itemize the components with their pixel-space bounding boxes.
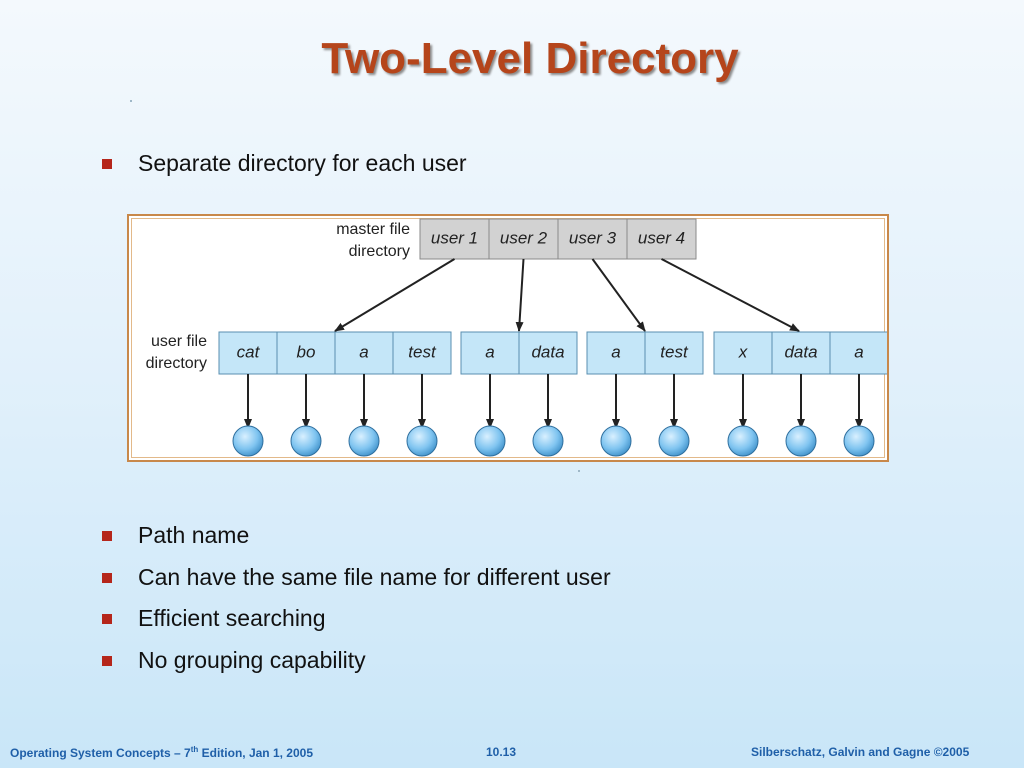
footer-authors: Silberschatz, Galvin and Gagne ©2005 xyxy=(751,745,970,759)
bullet-text: Efficient searching xyxy=(138,605,326,631)
user-file-cell xyxy=(392,331,452,375)
user-file-entry-label: test xyxy=(660,342,689,361)
file-node xyxy=(474,425,506,457)
bullet-square-icon xyxy=(102,530,112,541)
file-node xyxy=(785,425,817,457)
file-node xyxy=(290,425,322,457)
user-file-cell xyxy=(586,331,646,375)
user-file-label: directory xyxy=(146,355,207,372)
user-file-entry-label: a xyxy=(485,342,494,361)
diagram-frame: master file directory user file directory us… xyxy=(127,214,889,462)
file-node xyxy=(232,425,264,457)
master-entry-label: user 2 xyxy=(500,228,548,247)
user-file-cell xyxy=(276,331,336,375)
bullet-item: Separate directory for each user xyxy=(102,150,467,177)
two-level-directory-diagram: master file directory user file directory us… xyxy=(146,218,887,457)
footer-title-sup: th xyxy=(190,745,199,754)
bullet-item: No grouping capability xyxy=(102,647,366,674)
directory-pointer-arrow xyxy=(591,258,646,332)
footer-title-prefix: Operating System Concepts – 7 xyxy=(10,746,191,760)
master-entry-cell xyxy=(557,218,628,260)
user-file-cell xyxy=(334,331,394,375)
directory-pointer-arrow xyxy=(515,258,525,332)
user-file-entry-label: x xyxy=(738,342,748,361)
footer-book-title: Operating System Concepts – 7th Edition,… xyxy=(10,745,313,760)
user-file-entry-label: test xyxy=(408,342,437,361)
footer-slide-number: 10.13 xyxy=(486,745,517,759)
bullet-text: No grouping capability xyxy=(138,647,366,673)
user-file-entry-label: data xyxy=(531,342,564,361)
master-entry-label: user 3 xyxy=(569,228,617,247)
bullet-square-icon xyxy=(102,655,112,666)
directory-pointer-arrow xyxy=(661,258,800,332)
file-node xyxy=(843,425,875,457)
user-file-cell xyxy=(518,331,578,375)
bullet-square-icon xyxy=(102,158,112,169)
master-file-label: directory xyxy=(349,243,410,260)
file-node xyxy=(532,425,564,457)
master-file-label: master file xyxy=(336,221,410,238)
master-entry-cell xyxy=(626,218,697,260)
footer-title-suffix: Edition, Jan 1, 2005 xyxy=(198,746,314,760)
bullet-item: Can have the same file name for differen… xyxy=(102,564,611,591)
master-entry-label: user 4 xyxy=(638,228,685,247)
bullet-square-icon xyxy=(102,572,112,583)
user-file-cell xyxy=(644,331,704,375)
master-entry-cell xyxy=(488,218,559,260)
file-node xyxy=(348,425,380,457)
user-file-entry-label: a xyxy=(611,342,620,361)
bullet-item: Efficient searching xyxy=(102,605,326,632)
directory-pointer-arrow xyxy=(334,258,456,332)
slide-title: Two-Level Directory xyxy=(321,34,739,83)
bullet-text: Separate directory for each user xyxy=(138,150,467,176)
file-node xyxy=(600,425,632,457)
bullet-text: Can have the same file name for differen… xyxy=(138,564,611,590)
decorative-dot xyxy=(578,470,580,472)
user-file-entry-label: cat xyxy=(237,342,261,361)
file-node xyxy=(727,425,759,457)
user-file-label: user file xyxy=(151,333,207,350)
bullet-square-icon xyxy=(102,613,112,624)
master-entry-cell xyxy=(419,218,490,260)
user-file-entry-label: bo xyxy=(297,342,316,361)
file-node xyxy=(406,425,438,457)
master-entry-label: user 1 xyxy=(431,228,478,247)
user-file-entry-label: a xyxy=(854,342,863,361)
decorative-dot xyxy=(130,100,132,102)
bullet-text: Path name xyxy=(138,522,250,548)
file-node xyxy=(658,425,690,457)
user-file-entry-label: data xyxy=(784,342,817,361)
user-file-cell xyxy=(460,331,520,375)
bullet-item: Path name xyxy=(102,522,249,549)
user-file-entry-label: a xyxy=(359,342,368,361)
